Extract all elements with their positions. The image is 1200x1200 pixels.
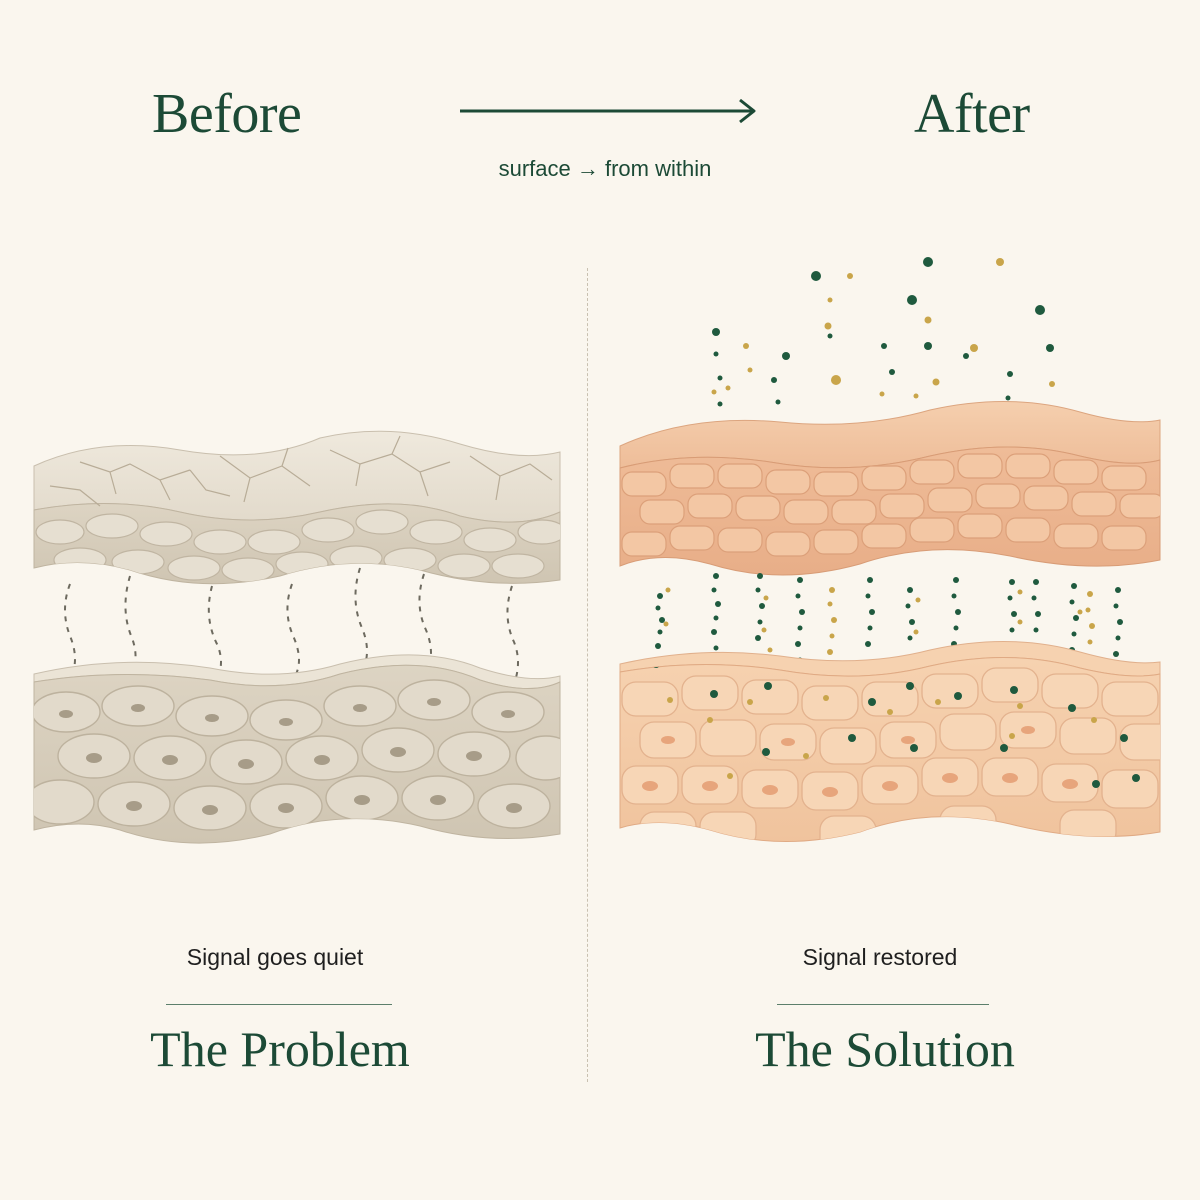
after-divider-rule — [777, 1004, 989, 1005]
transition-arrow-icon — [460, 98, 756, 124]
before-skin-diagram — [33, 430, 561, 844]
problem-title: The Problem — [150, 1021, 410, 1077]
before-caption: Signal goes quiet — [186, 944, 364, 970]
after-top-layer — [619, 400, 1161, 576]
before-top-layer — [33, 430, 561, 585]
floating-particles — [711, 257, 1055, 407]
before-divider-rule — [166, 1004, 392, 1005]
before-heading: Before — [152, 83, 302, 145]
center-divider — [587, 268, 588, 1082]
solution-title: The Solution — [755, 1021, 1015, 1077]
after-heading: After — [914, 83, 1030, 145]
before-bottom-layer — [33, 654, 561, 844]
after-caption: Signal restored — [802, 944, 958, 970]
after-skin-diagram — [619, 257, 1161, 843]
arrow-caption: surface → from within — [498, 156, 712, 181]
after-bottom-layer — [619, 640, 1161, 843]
